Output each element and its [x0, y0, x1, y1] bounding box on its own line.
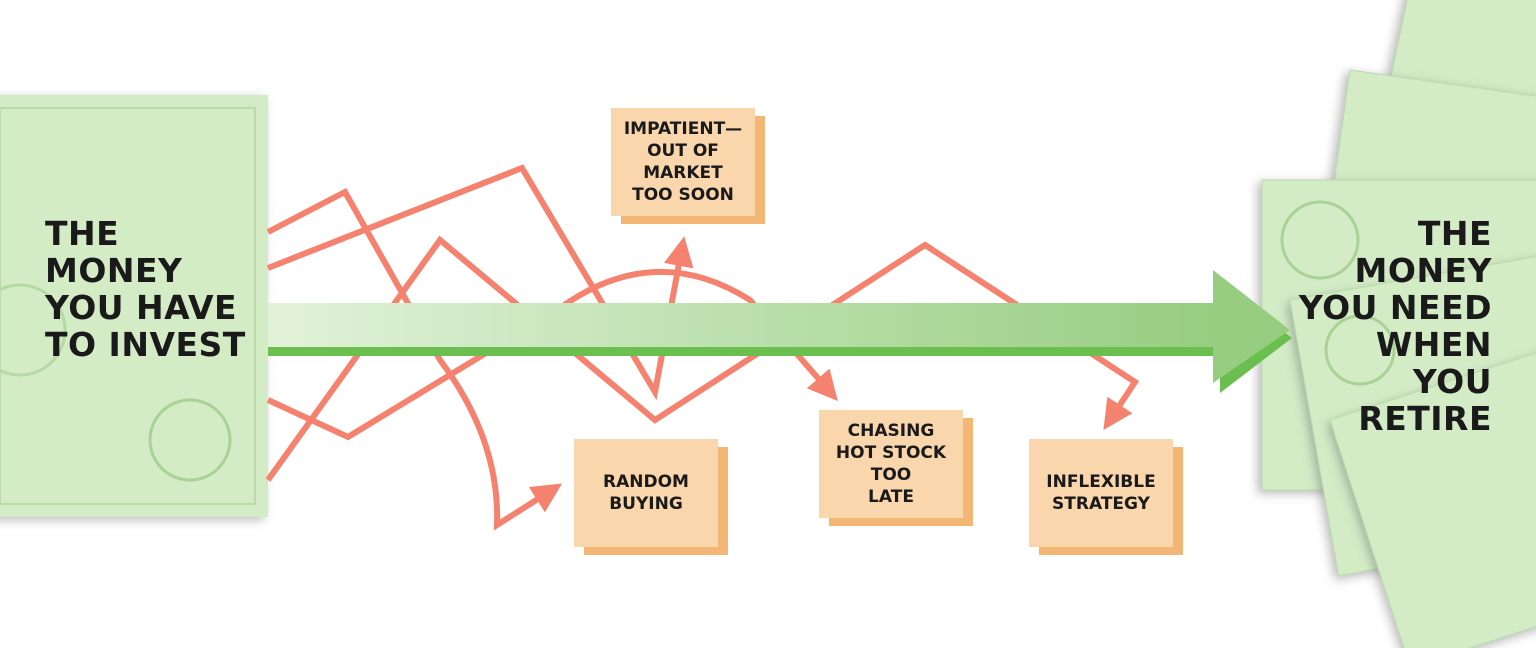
pitfall-label: CHASING HOT STOCK TOO LATE	[835, 421, 947, 507]
start-label: THE MONEY YOU HAVE TO INVEST	[45, 215, 246, 363]
main-growth-arrow	[268, 270, 1292, 393]
goal-label-line: RETIRE	[1358, 399, 1492, 438]
goal-label: THE MONEY YOU NEED WHEN YOU RETIRE	[1299, 215, 1492, 437]
goal-label-line: YOU NEED	[1298, 288, 1492, 327]
pitfall-box-random-buying: RANDOM BUYING	[574, 439, 718, 547]
goal-label-line: MONEY	[1354, 251, 1492, 290]
pitfall-label: IMPATIENT— OUT OF MARKET TOO SOON	[623, 119, 743, 205]
pitfall-box-impatient: IMPATIENT— OUT OF MARKET TOO SOON	[611, 108, 755, 216]
pitfall-label: RANDOM BUYING	[603, 472, 689, 514]
goal-label-line: YOU	[1412, 362, 1492, 401]
pitfall-box-inflexible-strategy: INFLEXIBLE STRATEGY	[1029, 439, 1173, 547]
goal-label-line: WHEN	[1375, 325, 1492, 364]
start-label-line: TO INVEST	[45, 325, 246, 364]
start-label-line: YOU HAVE	[45, 288, 238, 327]
path-random-buying	[266, 188, 563, 531]
goal-label-line: THE	[1417, 214, 1492, 253]
pitfall-box-chasing-hot-stock: CHASING HOT STOCK TOO LATE	[819, 410, 963, 518]
invest-money-bill	[0, 95, 268, 517]
retirement-money-bills	[1261, 0, 1536, 648]
start-label-line: THE	[45, 214, 120, 253]
start-label-line: MONEY	[45, 251, 183, 290]
pitfall-label: INFLEXIBLE STRATEGY	[1046, 472, 1156, 514]
